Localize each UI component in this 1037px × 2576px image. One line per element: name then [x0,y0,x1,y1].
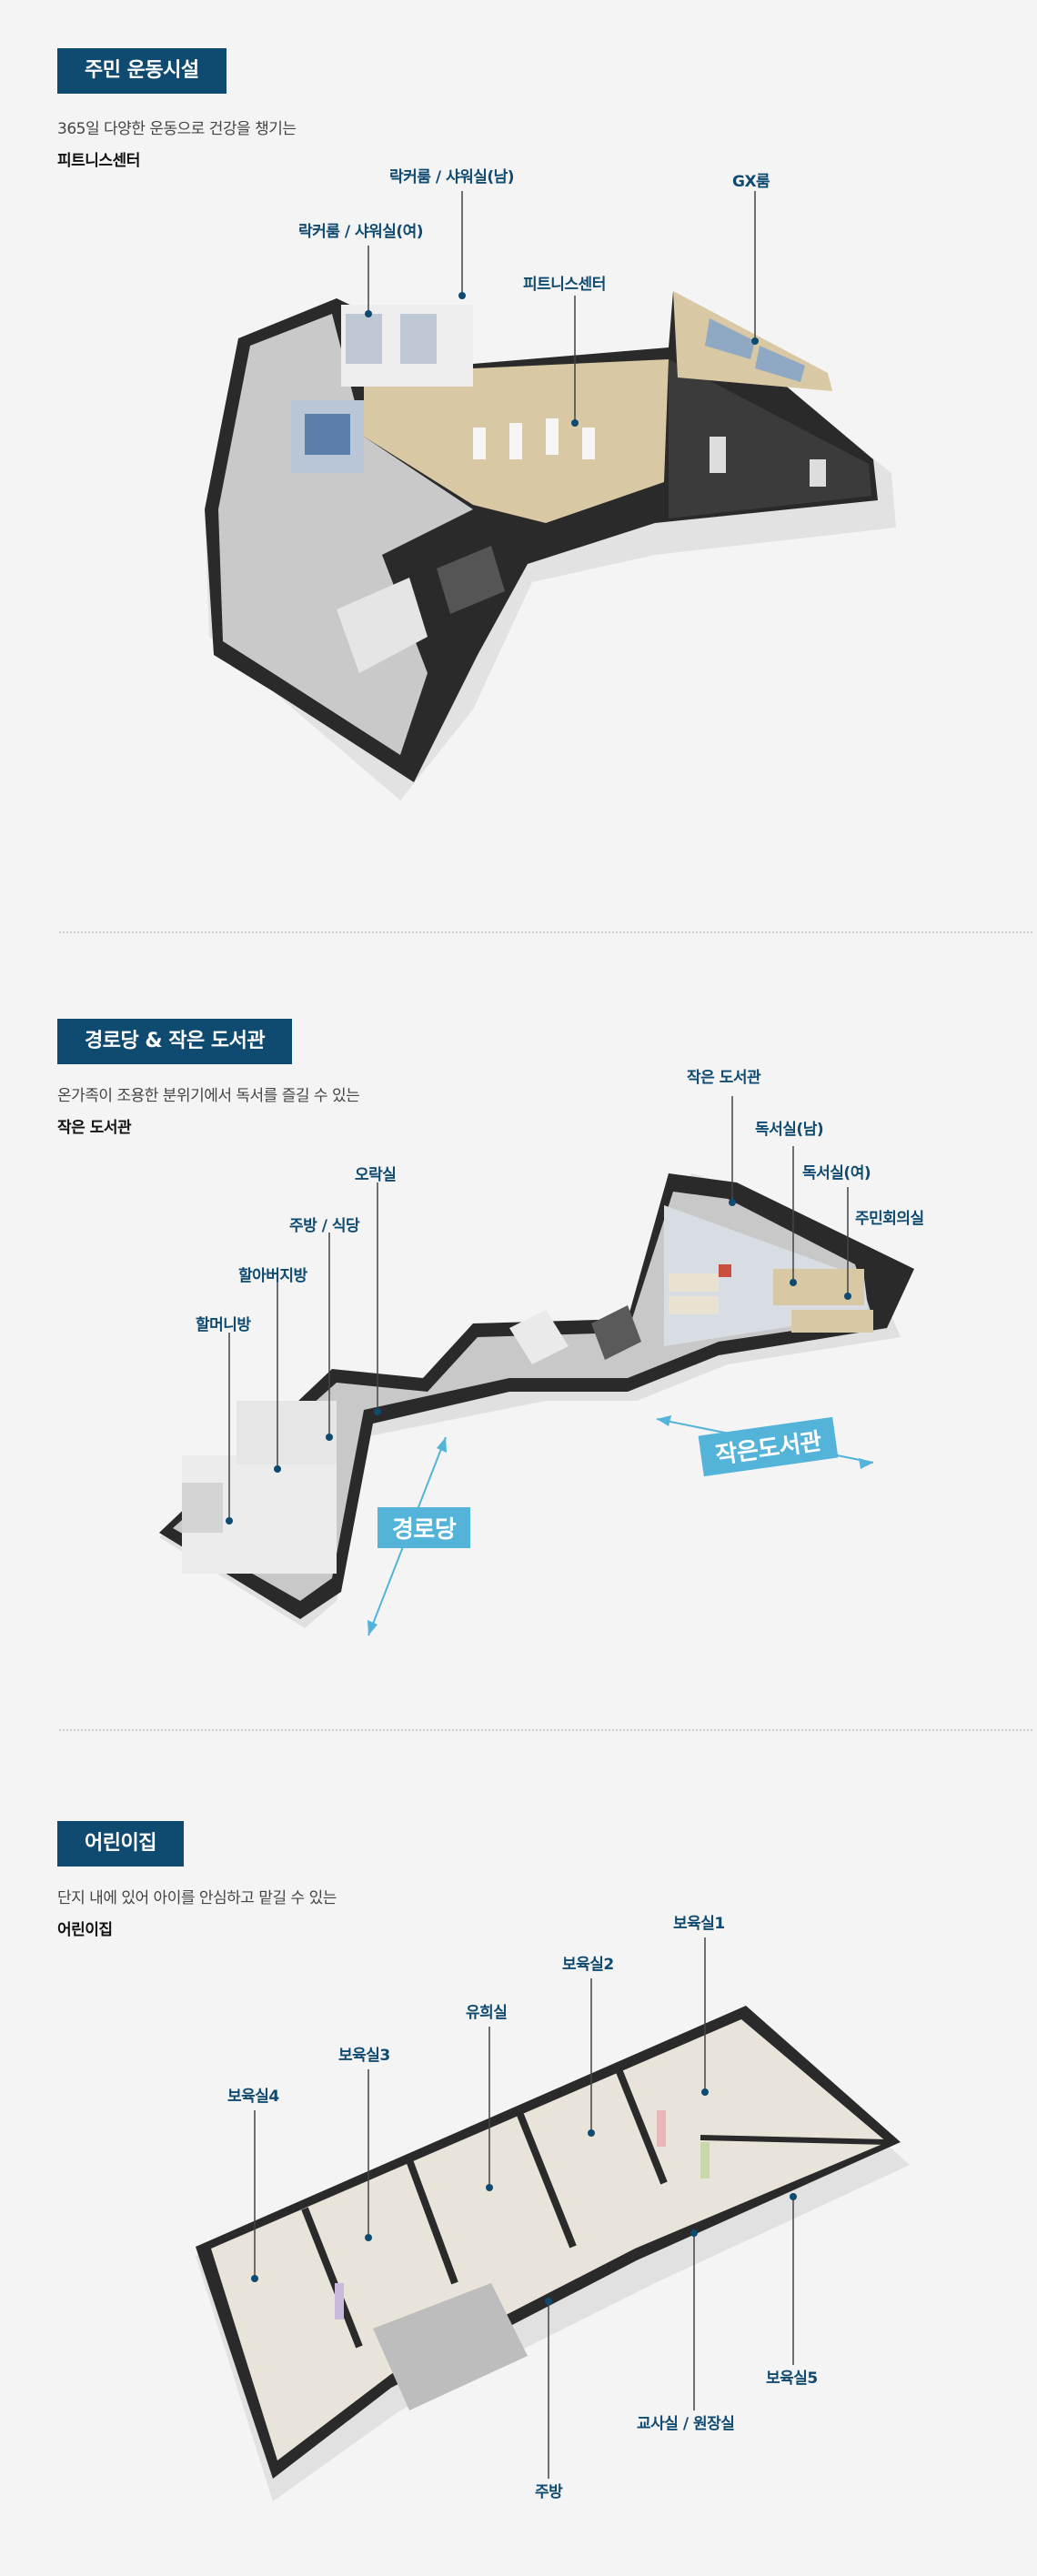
label-nursery-room-2: 보육실2 [562,1956,614,1974]
section-description: 365일 다양한 운동으로 건강을 챙기는 [57,120,297,138]
section-daycare: 어린이집 단지 내에 있어 아이를 안심하고 맡길 수 있는 어린이집 [0,1774,1037,2576]
label-nursery-room-1: 보육실1 [673,1915,725,1933]
label-nursery-room-4: 보육실4 [227,2088,279,2106]
label-game-room: 오락실 [355,1166,397,1184]
label-gx-room: GX룸 [732,173,770,191]
label-locker-shower-female: 락커룸 / 샤워실(여) [298,223,424,241]
section-subtitle: 작은 도서관 [57,1119,132,1137]
section-title: 어린이집 [57,1821,184,1867]
daycare-floorplan [196,1937,910,2501]
section-divider [59,1729,1032,1731]
section-senior-library: 경로당 & 작은 도서관 온가족이 조용한 분위기에서 독서를 즐길 수 있는 … [0,964,1037,1746]
label-nursery-room-3: 보육실3 [338,2047,390,2065]
senior-library-floorplan [159,1096,914,1636]
section-description: 온가족이 조용한 분위기에서 독서를 즐길 수 있는 [57,1087,360,1105]
label-community-meeting-room: 주민회의실 [855,1210,924,1228]
label-playroom: 유희실 [466,2004,508,2022]
label-small-library: 작은 도서관 [687,1069,761,1087]
label-nursery-room-5: 보육실5 [766,2370,818,2388]
label-teacher-director-room: 교사실 / 원장실 [637,2415,735,2433]
label-grandfather-room: 할아버지방 [238,1267,307,1285]
section-description: 단지 내에 있어 아이를 안심하고 맡길 수 있는 [57,1889,337,1907]
section-title: 경로당 & 작은 도서관 [57,1019,293,1064]
section-title: 주민 운동시설 [57,48,227,94]
section-fitness: 주민 운동시설 365일 다양한 운동으로 건강을 챙기는 피트니스센터 [0,0,1037,928]
label-locker-shower-male: 락커룸 / 샤워실(남) [389,168,515,186]
label-reading-room-male: 독서실(남) [755,1121,824,1139]
section-subtitle: 어린이집 [57,1921,113,1939]
label-kitchen: 주방 [535,2483,563,2501]
section-subtitle: 피트니스센터 [57,152,140,170]
label-kitchen-dining: 주방 / 식당 [289,1217,360,1235]
fitness-floorplan [205,191,896,800]
label-grandmother-room: 할머니방 [196,1316,251,1334]
label-fitness-center: 피트니스센터 [523,276,606,294]
section-divider [59,931,1032,933]
zone-badge-senior-center: 경로당 [378,1507,471,1548]
label-reading-room-female: 독서실(여) [802,1164,871,1182]
